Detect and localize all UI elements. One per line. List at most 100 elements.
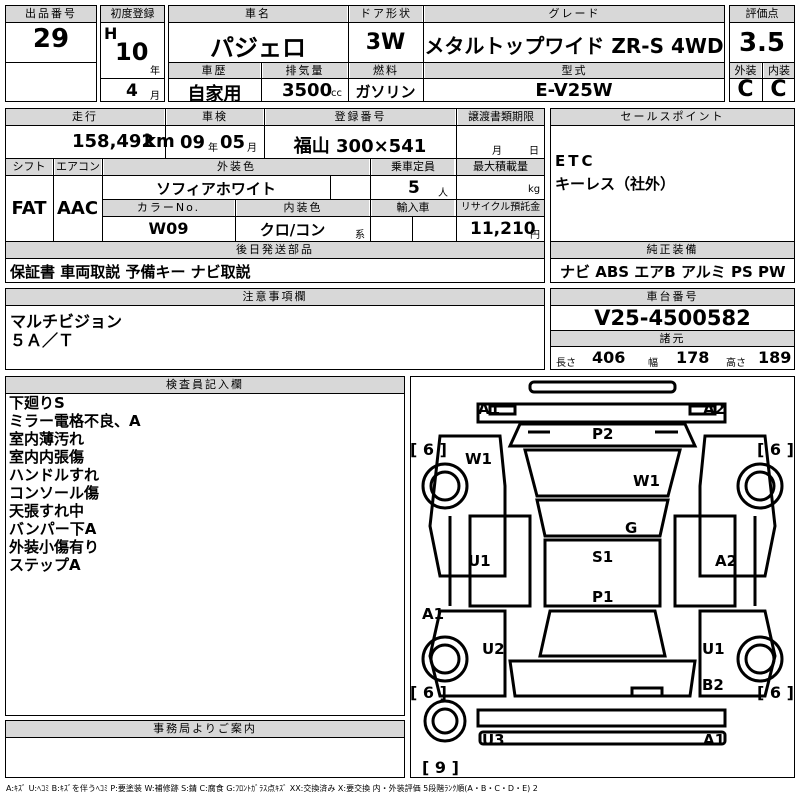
sales-point-1: ETC [555, 152, 596, 170]
tire-rear-right: [ 6 ] [757, 683, 794, 702]
note-2: ５Ａ／Ｔ [10, 331, 75, 350]
model-type-label: 型式 [425, 63, 724, 79]
remark: 室内内張傷 [9, 448, 85, 466]
mark-seat: S1 [592, 548, 614, 566]
tire-front-left: [ 6 ] [410, 440, 447, 459]
mark-rear-right: A1 [703, 731, 726, 749]
rear-left-wheel-outline [421, 635, 469, 683]
chassis-box [550, 288, 795, 370]
left-door-outline [468, 514, 532, 608]
inspection-label: 車検 [167, 109, 263, 125]
displacement-label: 排気量 [263, 63, 347, 79]
mark-front-right: A2 [703, 400, 726, 418]
first-reg-label: 初度登録 [101, 6, 164, 22]
tire-rear-left: [ 6 ] [410, 683, 447, 702]
fuel: ガソリン [355, 83, 416, 101]
spare-tire: [ 9 ] [422, 758, 459, 777]
mark-front-left: A1 [478, 400, 501, 418]
overall-rating: 3.5 [738, 28, 786, 58]
mark-rear-right-wheel: U1 [702, 640, 725, 658]
exterior-rating: C [737, 77, 754, 102]
shift-label: シフト [6, 159, 52, 175]
year-unit: 年 [150, 66, 160, 77]
displacement: 3500 [282, 80, 333, 101]
car-diagram-box [410, 376, 795, 778]
color-no-label: カラーNo. [103, 200, 234, 216]
mark-left-door: U1 [468, 552, 491, 570]
notes-box [5, 288, 545, 370]
front-left-wheel-outline [421, 462, 469, 510]
model-type: E-V25W [535, 80, 613, 101]
int-color-label: 内装色 [237, 200, 369, 216]
notes-label: 注意事項欄 [6, 289, 544, 305]
rear-right-wheel-outline [736, 635, 784, 683]
history-label: 車歴 [169, 63, 260, 79]
equipment: ナビ ABS エアB アルミ PS PW [560, 263, 786, 281]
inspector-remarks: 下廻りS ミラー電格不良、A 室内薄汚れ 室内内張傷 ハンドルすれ コンソール傷… [9, 394, 141, 574]
rear-plate-outline [630, 686, 664, 698]
front-bumper-outline [528, 380, 677, 394]
recycle-fee: 11,210 [470, 219, 536, 239]
mark-left-fender: W1 [465, 450, 492, 468]
inspection-year-unit: 年 [208, 143, 218, 154]
rear-left-quarter-outline [428, 609, 507, 698]
inspector-box [5, 376, 405, 716]
office-box [5, 720, 405, 778]
height: 189 [758, 348, 792, 367]
mark-rear-right-panel: B2 [702, 676, 724, 694]
remark: ステップA [9, 556, 81, 574]
sales-point-box [550, 108, 795, 283]
color-number: W09 [148, 219, 189, 238]
tire-front-right: [ 6 ] [757, 440, 794, 459]
vehicle-detail-box [5, 108, 545, 283]
mark-roof: G [625, 519, 638, 537]
transfer-deadline-label: 譲渡書類期限 [458, 109, 544, 125]
first-registration-box [100, 5, 165, 102]
remark: ミラー電格不良、A [9, 412, 141, 430]
mark-windshield: W1 [633, 472, 660, 490]
interior-rating: C [770, 77, 787, 102]
deadline-month-unit: 月 [492, 146, 502, 157]
month-unit: 月 [150, 91, 160, 102]
inspection-year: 09 [180, 132, 206, 153]
ext-color-label: 外装色 [104, 159, 369, 175]
mark-rear-left-panel: A1 [422, 605, 445, 623]
legend: A:ｷｽﾞ U:ﾍｺﾐ B:ｷｽﾞを伴うﾍｺﾐ P:要塗装 W:補修跡 S:錆 … [6, 784, 538, 793]
later-items-label: 後日発送部品 [6, 242, 544, 258]
exterior-label: 外装 [730, 63, 761, 79]
interior-label: 内装 [764, 63, 794, 79]
remark: 天張すれ中 [9, 502, 85, 520]
capacity-label: 乗車定員 [372, 159, 454, 175]
right-fender-outline [698, 434, 777, 578]
later-items: 保証書 車両取説 予備キー ナビ取説 [10, 263, 251, 281]
interior-color: クロ/コン [259, 221, 326, 239]
height-label: 高さ [726, 358, 746, 369]
mark-right-door: A2 [715, 552, 738, 570]
exterior-color: ソフィアホワイト [156, 180, 276, 198]
chassis-label: 車台番号 [551, 289, 794, 305]
left-fender-outline [428, 434, 507, 578]
car-name: パジェロ [210, 34, 306, 62]
sales-point-label: セールスポイント [551, 109, 794, 125]
lot-number: 29 [32, 24, 70, 54]
sales-point-2: キーレス（社外） [555, 175, 676, 193]
windshield-outline [523, 448, 682, 498]
width-label: 幅 [648, 358, 658, 369]
door-type: 3W [365, 30, 406, 55]
spare-tire-outline [423, 699, 467, 743]
chassis-number: V25-4500582 [594, 306, 751, 330]
deadline-day-unit: 日 [529, 146, 539, 157]
shift: FAT [11, 198, 47, 219]
rear-right-quarter-outline [698, 609, 777, 698]
mileage-label: 走行 [6, 109, 164, 125]
rear-panel-outline [476, 708, 727, 728]
right-door-outline [673, 514, 737, 608]
length-label: 長さ [556, 358, 576, 369]
car-diagram [421, 380, 784, 746]
remark: 下廻りS [9, 394, 65, 412]
displacement-unit: cc [331, 88, 342, 99]
remark: ハンドルすれ [9, 466, 100, 484]
width: 178 [676, 348, 710, 367]
inspection-month-unit: 月 [247, 143, 257, 154]
